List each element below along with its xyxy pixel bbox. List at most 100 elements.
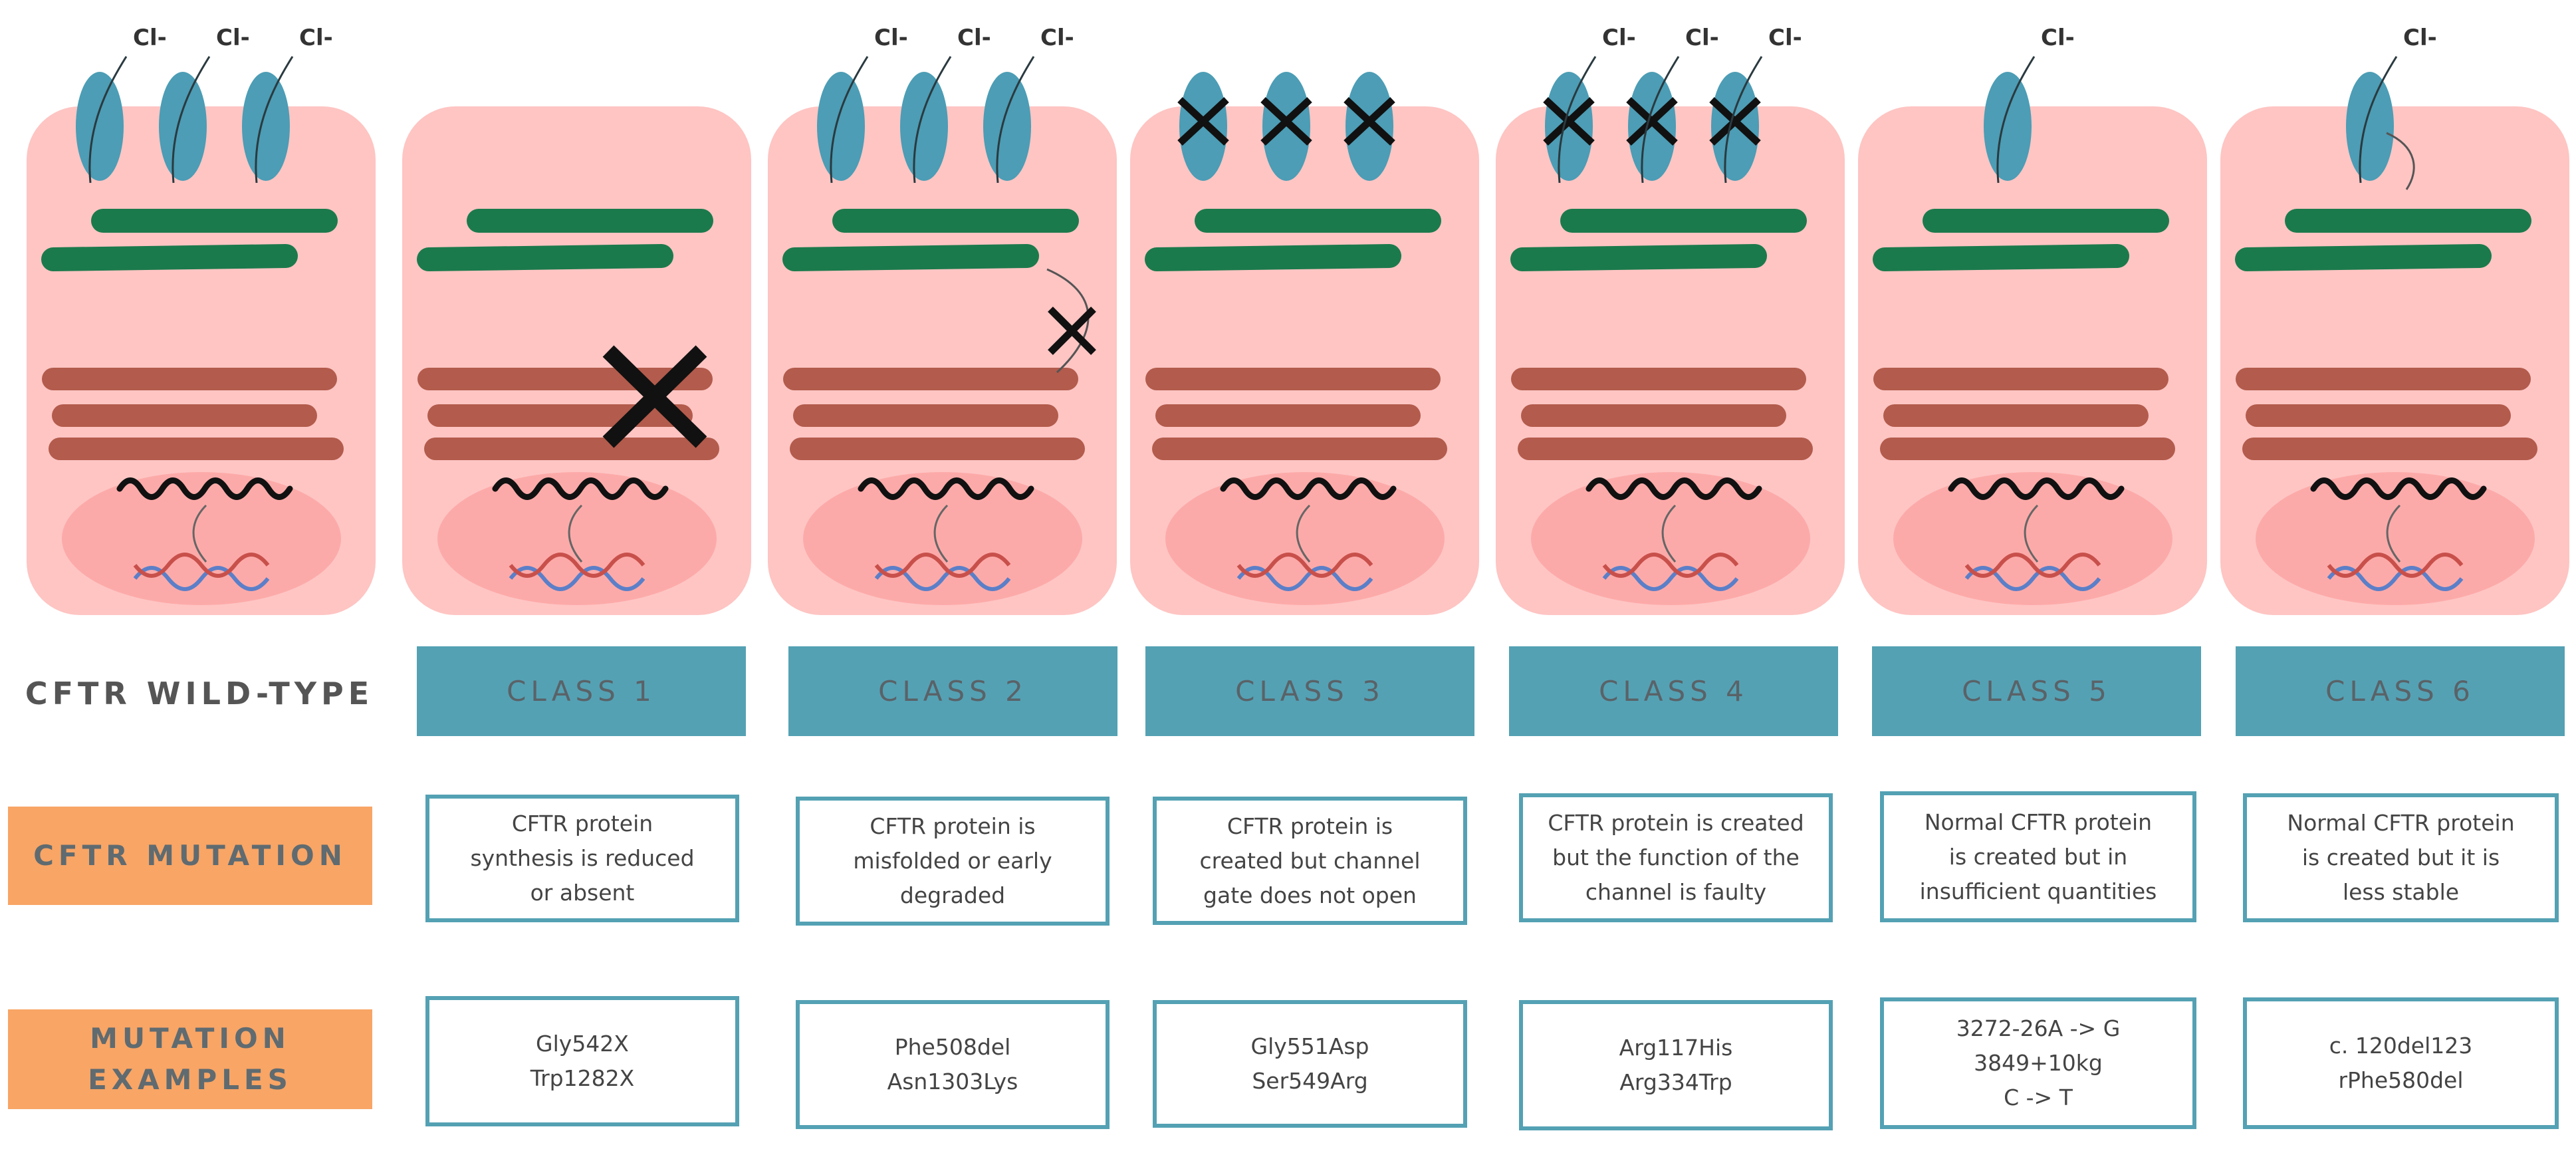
cftr-channel-7-1 bbox=[2346, 72, 2394, 181]
dna-strand-a-3 bbox=[874, 566, 1011, 591]
blocked-gate-b-5-1 bbox=[1543, 96, 1595, 146]
class-4-description: CFTR protein is created but the function… bbox=[1519, 793, 1833, 922]
chloride-label-3-2: Cl- bbox=[957, 25, 991, 51]
golgi-2-4 bbox=[1145, 244, 1401, 271]
dna-strand-a-1 bbox=[133, 566, 270, 591]
class-5-header: CLASS 5 bbox=[1872, 646, 2201, 736]
blocked-gate-b-5-3 bbox=[1709, 96, 1761, 146]
golgi-2-3 bbox=[782, 244, 1039, 271]
transport-block-b bbox=[1048, 307, 1096, 355]
nucleus-6 bbox=[1893, 472, 2172, 605]
cftr-channel-6-1 bbox=[1984, 72, 2032, 181]
chloride-arrow-6-1 bbox=[1996, 56, 2036, 184]
cell-1 bbox=[402, 106, 751, 615]
mrna-7 bbox=[2310, 477, 2487, 500]
class-6-description: Normal CFTR protein is created but it is… bbox=[2243, 793, 2559, 922]
chloride-label-5-1: Cl- bbox=[1602, 25, 1636, 51]
chloride-label-1-3: Cl- bbox=[299, 25, 333, 51]
cell-4: Cl- Cl- Cl- bbox=[1496, 25, 1845, 615]
chloride-label-1-1: Cl- bbox=[133, 25, 167, 51]
cells-layer: Cl-Cl-Cl-Cl-Cl-Cl-Cl-Cl-Cl-Cl-Cl- bbox=[27, 25, 2569, 615]
class-4-header: CLASS 4 bbox=[1509, 646, 1838, 736]
class-3-description: CFTR protein is created but channel gate… bbox=[1153, 797, 1467, 925]
cell-5: Cl- bbox=[1858, 25, 2207, 615]
mrna-6 bbox=[1948, 477, 2125, 500]
chloride-arrow-5-2 bbox=[1641, 56, 1680, 184]
cftr-channel-3-2 bbox=[900, 72, 948, 181]
chloride-label-6-1: Cl- bbox=[2041, 25, 2075, 51]
translation-arrow-5 bbox=[1661, 504, 1677, 563]
blocked-gate-b-4-2 bbox=[1260, 96, 1312, 146]
dna-strand-a-4 bbox=[1236, 566, 1373, 591]
cftr-channel-1-1 bbox=[76, 72, 124, 181]
chloride-arrow-1-3 bbox=[255, 56, 294, 184]
dna-strand-b-5 bbox=[1602, 553, 1739, 578]
golgi-2-6 bbox=[1873, 244, 2129, 271]
chloride-arrow-3-1 bbox=[830, 56, 869, 184]
nucleus-7 bbox=[2256, 472, 2535, 605]
nucleus-5 bbox=[1531, 472, 1810, 605]
chloride-arrow-3-2 bbox=[913, 56, 952, 184]
class-2-header: CLASS 2 bbox=[788, 646, 1117, 736]
class-1-header: CLASS 1 bbox=[417, 646, 746, 736]
dna-strand-b-7 bbox=[2327, 553, 2464, 578]
class-1-examples: Gly542X Trp1282X bbox=[425, 996, 739, 1126]
cftr-channel-1-3 bbox=[242, 72, 290, 181]
chloride-label-1-2: Cl- bbox=[216, 25, 250, 51]
translation-arrow-4 bbox=[1296, 504, 1311, 563]
class-2-examples: Phe508del Asn1303Lys bbox=[796, 1000, 1110, 1129]
chloride-label-3-3: Cl- bbox=[1040, 25, 1074, 51]
cell-3 bbox=[1130, 72, 1479, 615]
class-5-description: Normal CFTR protein is created but in in… bbox=[1880, 791, 2196, 922]
chloride-arrow-1-2 bbox=[172, 56, 211, 184]
mrna-3 bbox=[858, 477, 1034, 500]
cell-2: Cl-Cl-Cl- bbox=[768, 25, 1117, 615]
mutation-examples-label: MUTATION EXAMPLES bbox=[8, 1009, 372, 1109]
class-4-examples: Arg117His Arg334Trp bbox=[1519, 1000, 1833, 1130]
chloride-label-5-2: Cl- bbox=[1685, 25, 1719, 51]
mrna-5 bbox=[1585, 477, 1762, 500]
golgi-2-7 bbox=[2235, 244, 2492, 271]
translation-arrow-7 bbox=[2386, 504, 2401, 563]
chloride-label-5-3: Cl- bbox=[1768, 25, 1802, 51]
translation-arrow-3 bbox=[933, 504, 949, 563]
dna-strand-b-6 bbox=[1964, 553, 2101, 578]
dna-strand-b-2 bbox=[509, 553, 645, 578]
translation-arrow-2 bbox=[568, 504, 583, 563]
chloride-arrow-7-1 bbox=[2359, 56, 2398, 184]
chloride-arrow-5-1 bbox=[1558, 56, 1597, 184]
wild-type-label: CFTR WILD-TYPE bbox=[25, 675, 374, 711]
synthesis-block-b bbox=[602, 345, 707, 448]
dna-strand-a-6 bbox=[1964, 566, 2101, 591]
dna-strand-b-3 bbox=[874, 553, 1011, 578]
cell-6: Cl- bbox=[2220, 25, 2569, 615]
class-2-description: CFTR protein is misfolded or early degra… bbox=[796, 797, 1110, 926]
golgi-2-5 bbox=[1510, 244, 1767, 271]
recycle-arrow bbox=[2386, 132, 2415, 190]
mrna-4 bbox=[1220, 477, 1397, 500]
blocked-gate-b-5-2 bbox=[1626, 96, 1678, 146]
chloride-arrow-5-3 bbox=[1724, 56, 1763, 184]
translation-arrow-6 bbox=[2024, 504, 2039, 563]
chloride-arrow-1-1 bbox=[88, 56, 128, 184]
dna-strand-b-1 bbox=[133, 553, 270, 578]
class-6-examples: c. 120del123 rPhe580del bbox=[2243, 997, 2559, 1129]
class-5-examples: 3272-26A -> G 3849+10kg C -> T bbox=[1880, 997, 2196, 1129]
nucleus-4 bbox=[1165, 472, 1445, 605]
golgi-2-1 bbox=[41, 244, 298, 271]
class-3-examples: Gly551Asp Ser549Arg bbox=[1153, 1000, 1467, 1128]
dna-strand-a-7 bbox=[2327, 566, 2464, 591]
translation-arrow-1 bbox=[192, 504, 207, 563]
class-3-header: CLASS 3 bbox=[1145, 646, 1474, 736]
nucleus-3 bbox=[803, 472, 1082, 605]
dna-strand-a-5 bbox=[1602, 566, 1739, 591]
dna-strand-a-2 bbox=[509, 566, 645, 591]
mrna-1 bbox=[116, 477, 293, 500]
cftr-channel-3-1 bbox=[817, 72, 865, 181]
cftr-mutation-label: CFTR MUTATION bbox=[8, 807, 372, 905]
golgi-2-2 bbox=[417, 244, 673, 271]
nucleus-2 bbox=[437, 472, 717, 605]
blocked-gate-b-4-3 bbox=[1344, 96, 1395, 146]
chloride-arrow-3-3 bbox=[996, 56, 1035, 184]
